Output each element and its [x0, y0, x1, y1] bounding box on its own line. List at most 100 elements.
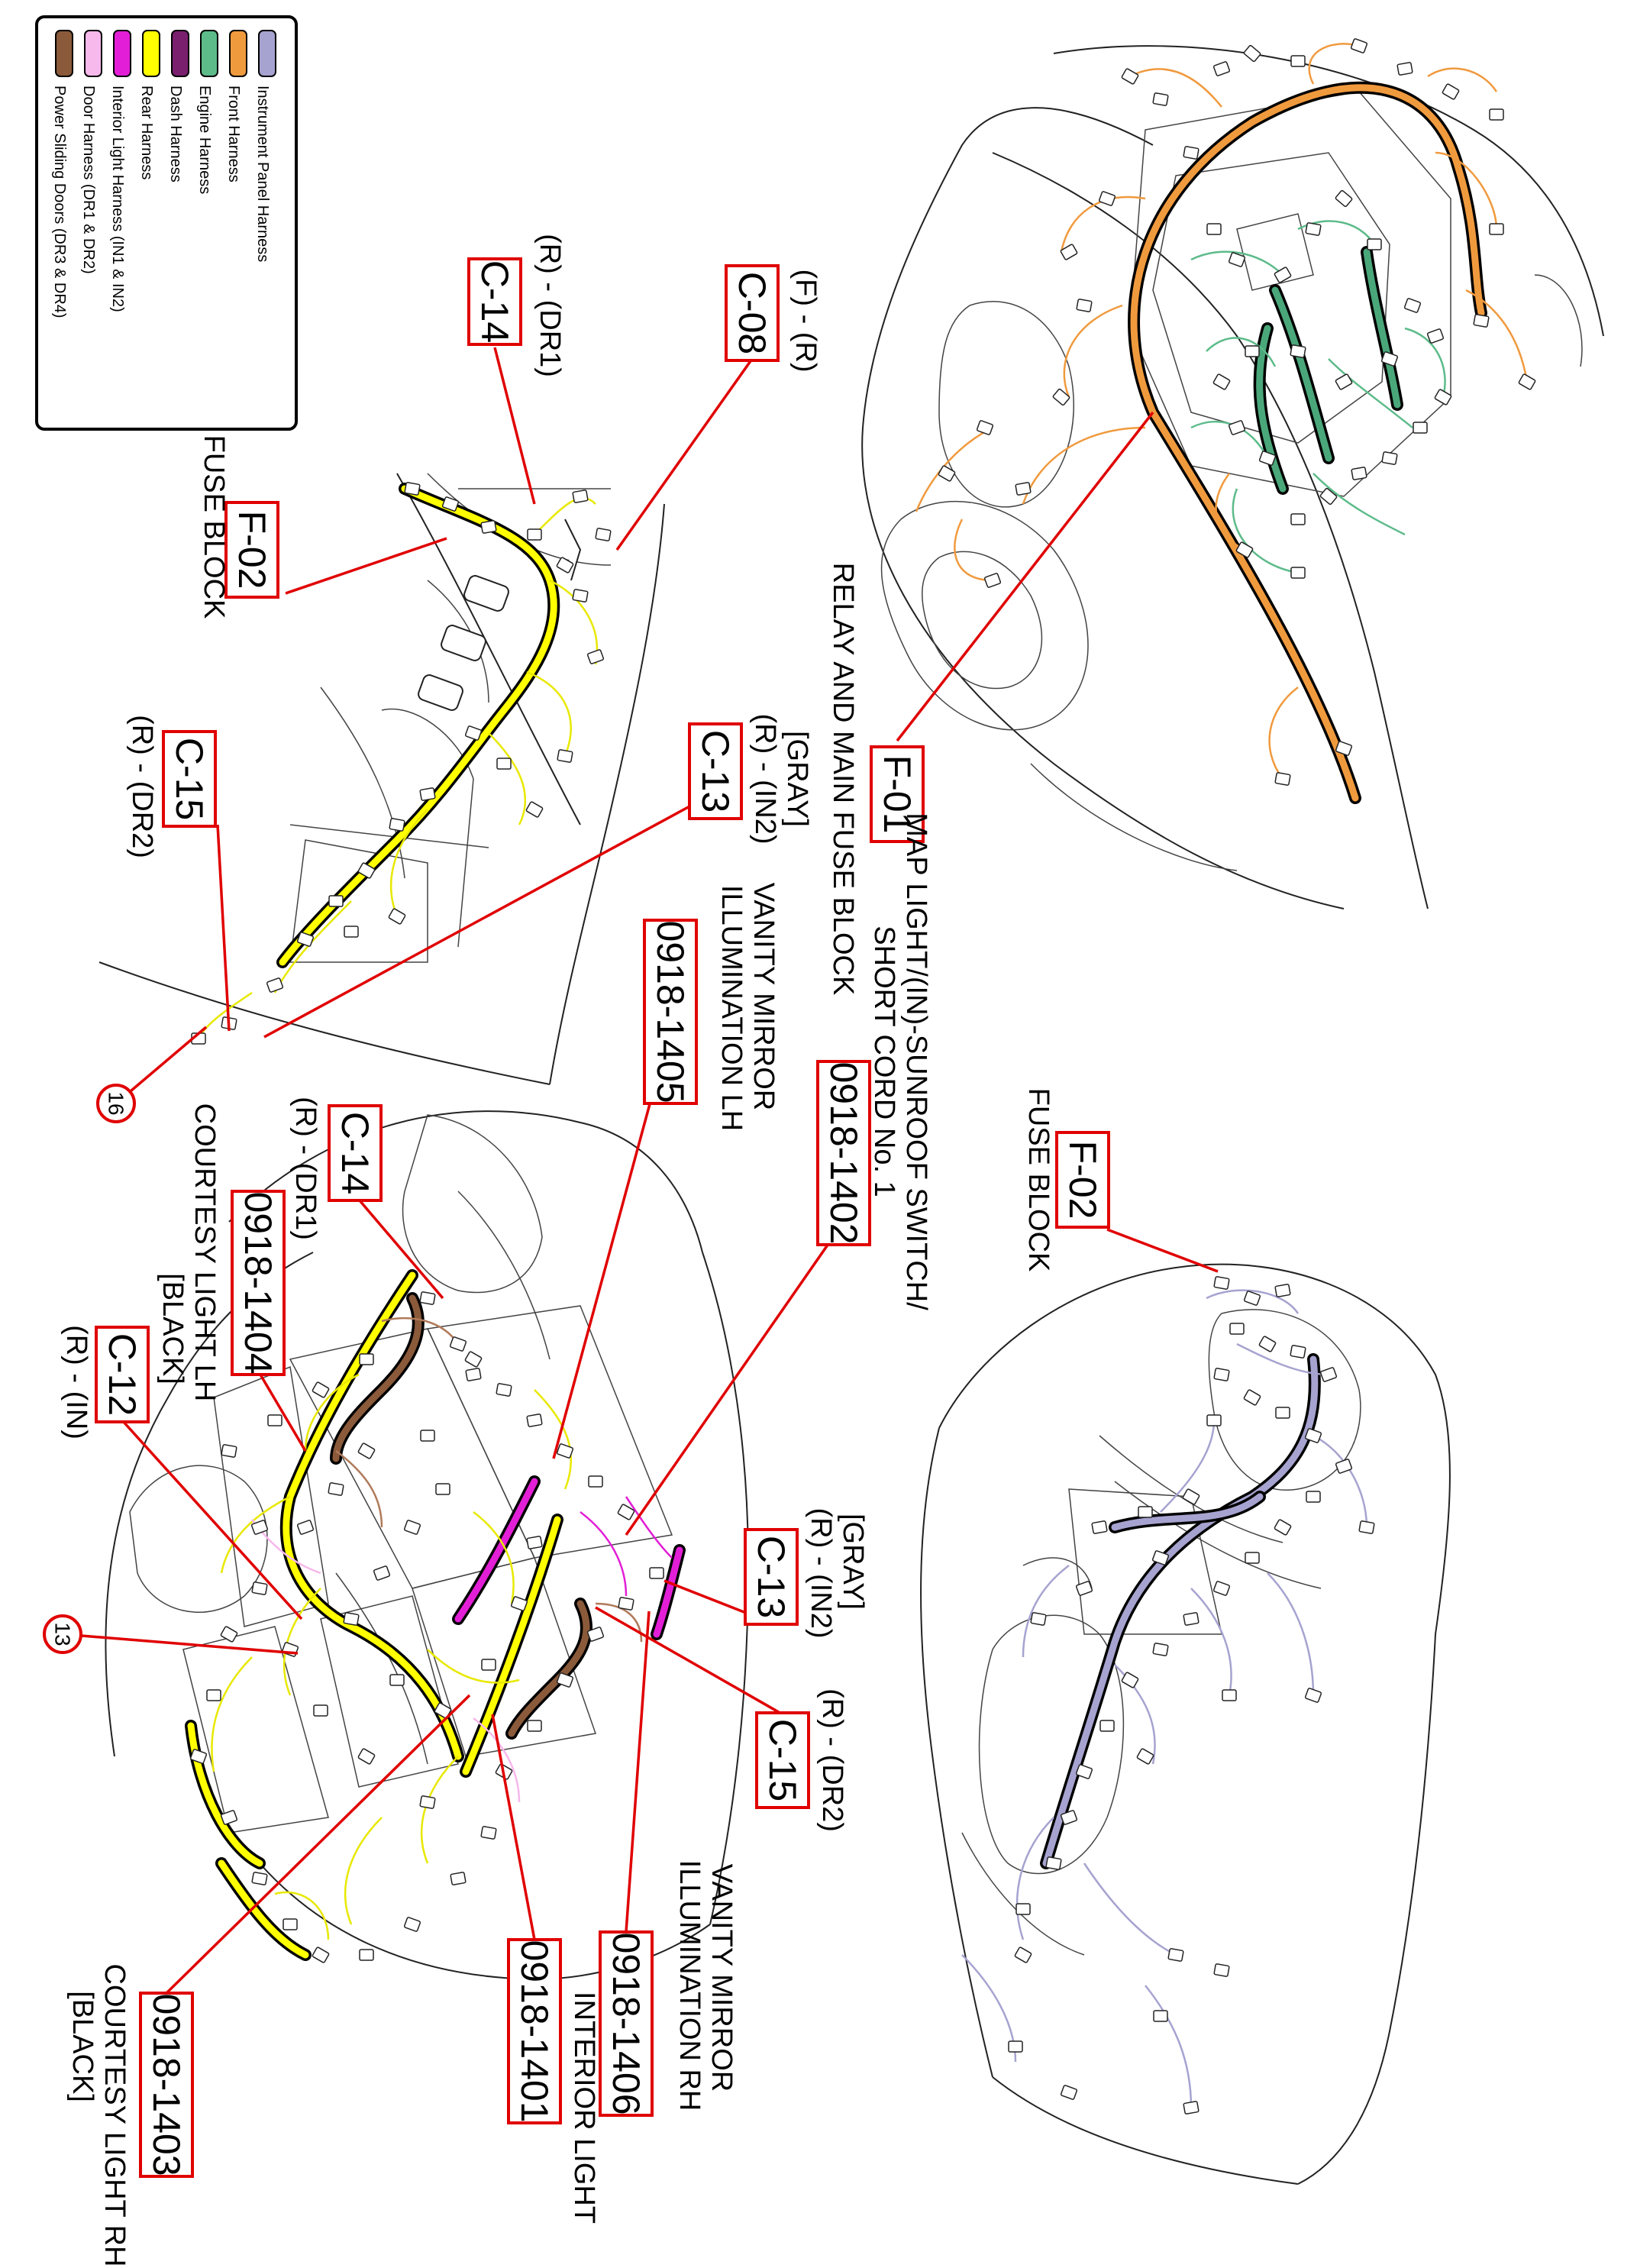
legend-label: Dash Harness — [167, 86, 184, 183]
harness-connector — [1045, 1856, 1062, 1870]
harness-connector — [388, 908, 406, 925]
harness-connector — [404, 482, 421, 496]
courtesy-rh-line1: COURTESY LIGHT RH — [98, 1964, 131, 2267]
legend-swatch — [258, 30, 276, 77]
harness-connector — [1228, 420, 1246, 435]
harness-connector — [510, 1596, 528, 1611]
connector-0918-1402-label: 0918-1402 — [822, 1061, 865, 1244]
harness-connector — [313, 1704, 328, 1717]
harness-connector — [419, 1795, 436, 1809]
interior-connectors — [189, 1291, 664, 1963]
harness-connector — [1426, 328, 1445, 344]
legend-label: Power Sliding Doors (DR3 & DR4) — [51, 86, 68, 318]
harness-connector — [1075, 1764, 1093, 1779]
c08-sub: (F) - (R) — [789, 269, 822, 372]
harness-connector — [496, 758, 512, 770]
harness-connector — [588, 1475, 603, 1488]
harness-connector — [480, 1826, 497, 1840]
harness-connector — [359, 1949, 374, 1961]
legend-label: Instrument Panel Harness — [254, 86, 271, 262]
harness-connector — [1060, 2085, 1078, 2100]
harness-connector — [617, 1504, 635, 1520]
map-light-line2: SHORT CORD No. 1 — [868, 926, 900, 1197]
harness-connector — [1274, 1284, 1291, 1297]
harness-connector — [572, 489, 589, 503]
f02-right-sub: FUSE BLOCK — [1022, 1088, 1054, 1272]
harness-connector — [557, 749, 573, 763]
legend-label: Front Harness — [225, 86, 242, 183]
harness-connector — [572, 589, 589, 603]
harness-connector — [1229, 1323, 1245, 1335]
harness-connector — [1060, 1810, 1078, 1825]
harness-connector — [1182, 1488, 1200, 1505]
harness-connector — [1206, 1414, 1222, 1426]
harness-connector — [464, 1351, 483, 1368]
harness-connector — [266, 977, 284, 993]
harness-connector — [1350, 38, 1368, 53]
harness-connector — [1008, 2040, 1023, 2053]
connector-0918-1403-label: 0918-1403 — [145, 1993, 188, 2176]
harness-connector — [1518, 373, 1536, 390]
harness-connector — [1304, 1688, 1322, 1703]
harness-connector — [1275, 1407, 1290, 1419]
connector-f02-right: F-02 — [1055, 1131, 1110, 1229]
connector-f01: F-01 — [870, 745, 925, 843]
connector-c13-bottom: C-13 — [744, 1528, 799, 1626]
interior-light-label: INTERIOR LIGHT — [568, 1992, 600, 2224]
harness-connector — [496, 1383, 512, 1397]
harness-connector — [1245, 345, 1260, 357]
harness-connector — [1489, 108, 1504, 121]
harness-connector — [1290, 1345, 1306, 1359]
harness-connector — [1274, 267, 1292, 283]
harness-connector — [1075, 1581, 1093, 1596]
legend-label: Interior Light Harness (IN1 & IN2) — [109, 86, 126, 312]
harness-connector — [556, 557, 574, 573]
dashboard-view — [98, 473, 665, 1085]
instrument-panel-connectors — [1008, 1276, 1375, 2115]
ground-point-16-label: 16 — [105, 1091, 128, 1115]
harness-connector — [220, 1810, 238, 1825]
harness-connector — [283, 1918, 298, 1930]
c13-bottom-sub2: [GRAY] — [837, 1514, 869, 1610]
harness-connector — [1396, 62, 1413, 76]
engine-bay-view — [861, 38, 1604, 909]
legend-swatch — [142, 30, 160, 77]
harness-connector — [1222, 1689, 1237, 1701]
harness-connector — [976, 420, 994, 435]
harness-connector — [1243, 44, 1261, 63]
f01-sub: RELAY AND MAIN FUSE BLOCK — [827, 563, 859, 996]
harness-connector — [465, 1368, 482, 1381]
harness-connector — [1052, 388, 1070, 406]
legend-swatch — [55, 30, 73, 77]
harness-connector — [556, 1672, 574, 1688]
harness-connector — [1290, 567, 1306, 579]
harness-connector — [403, 1917, 421, 1932]
connector-c13-top: C-13 — [688, 722, 743, 820]
harness-connector — [296, 932, 315, 947]
connector-0918-1403: 0918-1403 — [139, 1992, 194, 2178]
connector-c14-top-label: C-14 — [473, 260, 516, 343]
harness-connector — [1489, 223, 1504, 235]
harness-connector — [449, 1336, 467, 1352]
harness-connector — [1235, 541, 1254, 558]
harness-connector — [481, 1659, 496, 1671]
harness-connector — [420, 1430, 435, 1442]
harness-connector — [1138, 1506, 1153, 1518]
harness-connector — [441, 496, 460, 512]
legend-box — [35, 15, 298, 431]
harness-connector — [1442, 83, 1460, 100]
harness-connector — [344, 926, 359, 938]
harness-connector — [464, 725, 483, 741]
harness-connector — [1380, 351, 1399, 367]
harness-connector — [526, 1536, 543, 1549]
harness-connector — [1304, 1428, 1322, 1443]
c13-top-sub2: [GRAY] — [781, 731, 813, 827]
harness-connector — [618, 1597, 634, 1611]
harness-connector — [1151, 1550, 1170, 1565]
connector-c14-bottom-label: C-14 — [334, 1112, 376, 1194]
harness-connector — [1167, 1948, 1184, 1962]
harness-connector — [1099, 1720, 1115, 1732]
dash-connectors — [191, 482, 612, 1045]
harness-connector — [1098, 191, 1116, 206]
